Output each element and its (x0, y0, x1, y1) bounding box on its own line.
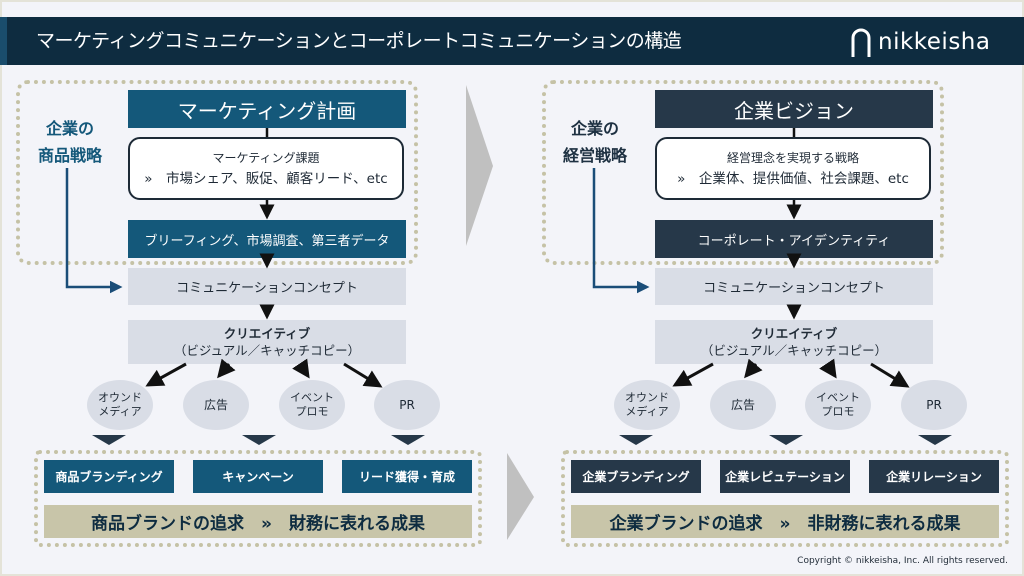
channel-label: オウンド (625, 391, 669, 404)
result-campaign: キャンペーン (193, 460, 323, 493)
left-outcome-box: 商品ブランドの追求 » 財務に表れる成果 (44, 505, 472, 538)
channel-pr: PR (374, 380, 440, 430)
down-triangle-icon (242, 435, 276, 445)
result-lead-generation: リード獲得・育成 (342, 460, 472, 493)
corporate-vision-box: 企業ビジョン (655, 90, 933, 128)
header-accent (0, 17, 7, 65)
right-side-label: 企業の 経営戦略 (555, 115, 635, 169)
channel-label: メディア (625, 405, 669, 418)
channel-owned-media: オウンド メディア (87, 380, 153, 430)
result-corporate-reputation: 企業レピュテーション (720, 460, 850, 493)
creative-box: クリエイティブ （ビジュアル／キャッチコピー） (655, 320, 933, 364)
channel-label: イベント (816, 391, 860, 404)
result-corporate-branding: 企業ブランディング (571, 460, 701, 493)
creative-subtitle: （ビジュアル／キャッチコピー） (173, 343, 361, 358)
issue-detail: » 企業体、提供価値、社会課題、etc (677, 170, 909, 187)
channel-advertising: 広告 (183, 380, 249, 430)
channel-pr: PR (901, 380, 967, 430)
left-strategy-group (16, 80, 418, 265)
side-label-line1: 企業の (45, 119, 94, 138)
arch-icon (851, 28, 871, 57)
channel-advertising: 広告 (710, 380, 776, 430)
creative-subtitle: （ビジュアル／キャッチコピー） (700, 343, 888, 358)
channel-label: 広告 (730, 398, 755, 412)
strategy-box: 経営理念を実現する戦略 » 企業体、提供価値、社会課題、etc (655, 137, 931, 200)
down-triangle-icon (918, 435, 952, 445)
result-corporate-relations: 企業リレーション (869, 460, 999, 493)
channel-label: プロモ (295, 405, 329, 418)
channel-label: イベント (290, 391, 334, 404)
left-side-label: 企業の 商品戦略 (30, 115, 110, 169)
channel-label: オウンド (98, 391, 142, 404)
creative-box: クリエイティブ （ビジュアル／キャッチコピー） (128, 320, 406, 364)
side-label-line2: 商品戦略 (37, 146, 102, 165)
down-triangle-icon (619, 435, 653, 445)
channel-label: メディア (98, 405, 142, 418)
channel-label: 広告 (203, 398, 228, 412)
right-outcome-box: 企業ブランドの追求 » 非財務に表れる成果 (571, 505, 999, 538)
side-label-line2: 経営戦略 (562, 146, 627, 165)
marketing-issue-box: マーケティング課題 » 市場シェア、販促、顧客リード、etc (128, 137, 404, 200)
briefing-box: ブリーフィング、市場調査、第三者データ (128, 220, 406, 258)
creative-title: クリエイティブ (223, 326, 311, 341)
channel-label: プロモ (821, 405, 855, 418)
left-results-group (34, 450, 482, 547)
marketing-plan-box: マーケティング計画 (128, 90, 406, 128)
issue-title: マーケティング課題 (212, 150, 320, 165)
down-triangle-icon (92, 435, 126, 445)
result-product-branding: 商品ブランディング (44, 460, 174, 493)
issue-title: 経営理念を実現する戦略 (726, 150, 859, 165)
channel-label: PR (399, 398, 415, 412)
channel-event-promo: イベント プロモ (279, 380, 345, 430)
copyright-text: Copyright © nikkeisha, Inc. All rights r… (797, 556, 1008, 566)
down-triangle-icon (391, 435, 425, 445)
right-results-group (561, 450, 1009, 547)
page-title: マーケティングコミュニケーションとコーポレートコミュニケーションの構造 (36, 30, 682, 52)
channel-event-promo: イベント プロモ (805, 380, 871, 430)
side-label-line1: 企業の (570, 119, 619, 138)
issue-detail: » 市場シェア、販促、顧客リード、etc (144, 170, 388, 187)
down-triangle-icon (769, 435, 803, 445)
logo-text: nikkeisha (878, 29, 991, 55)
logo: nikkeisha (850, 22, 990, 62)
communication-concept-box: コミュニケーションコンセプト (128, 268, 406, 305)
channel-owned-media: オウンド メディア (614, 380, 680, 430)
creative-title: クリエイティブ (750, 326, 838, 341)
communication-concept-box: コミュニケーションコンセプト (655, 268, 933, 305)
corporate-identity-box: コーポレート・アイデンティティ (655, 220, 933, 258)
right-strategy-group (542, 80, 944, 265)
channel-label: PR (926, 398, 942, 412)
